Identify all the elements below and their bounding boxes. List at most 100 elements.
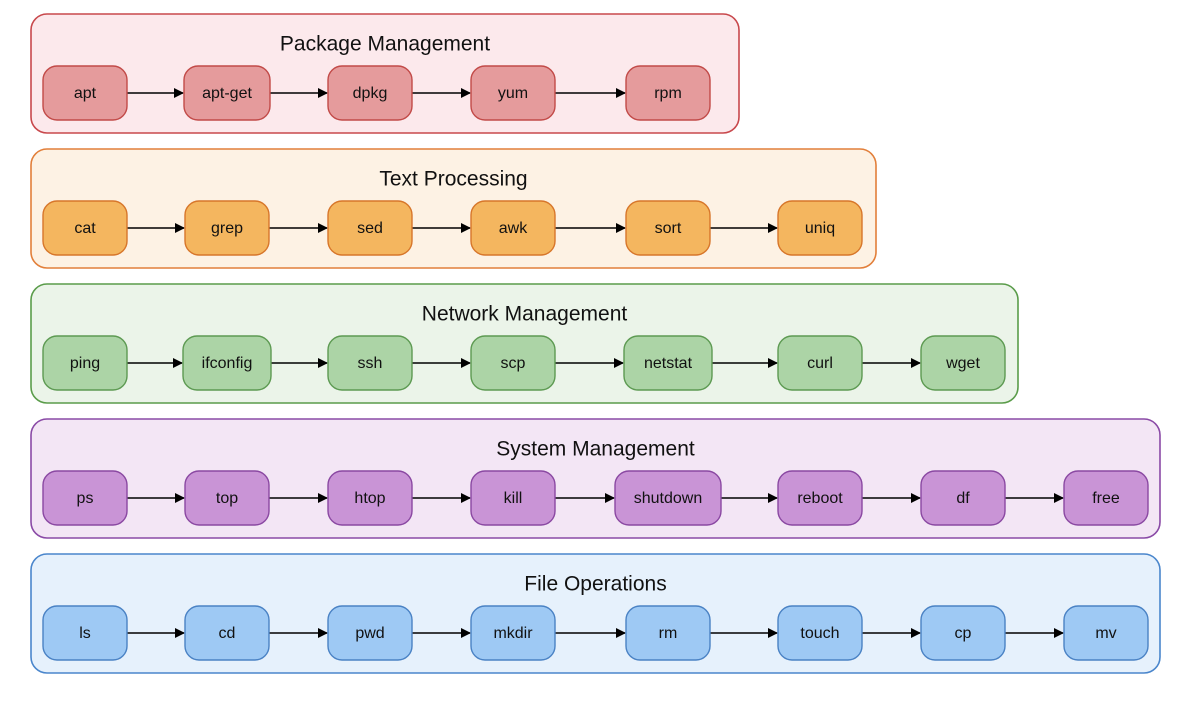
node-label: yum — [498, 85, 528, 102]
node-box — [42, 470, 128, 526]
node-box — [470, 335, 556, 391]
node-box — [327, 335, 413, 391]
node-label: uniq — [805, 220, 835, 237]
node-box — [920, 335, 1006, 391]
node-label: apt-get — [202, 85, 252, 102]
node-label: htop — [354, 490, 385, 507]
node-label: grep — [211, 220, 243, 237]
node-box — [1063, 470, 1149, 526]
node-htop: htop — [327, 470, 413, 526]
node-rm: rm — [625, 605, 711, 661]
node-box — [625, 65, 711, 121]
node-label: cd — [219, 625, 236, 642]
node-df: df — [920, 470, 1006, 526]
node-box — [625, 605, 711, 661]
node-box — [327, 605, 413, 661]
node-box — [920, 470, 1006, 526]
group-title: Text Processing — [379, 168, 527, 191]
node-label: awk — [499, 220, 528, 237]
node-label: ps — [77, 490, 94, 507]
node-label: ifconfig — [202, 355, 253, 372]
node-apt: apt — [42, 65, 128, 121]
node-cd: cd — [184, 605, 270, 661]
node-apt-get: apt-get — [183, 65, 271, 121]
node-box — [777, 200, 863, 256]
node-box — [920, 605, 1006, 661]
node-cat: cat — [42, 200, 128, 256]
node-reboot: reboot — [777, 470, 863, 526]
node-shutdown: shutdown — [614, 470, 722, 526]
node-label: kill — [504, 490, 523, 507]
node-ssh: ssh — [327, 335, 413, 391]
node-box — [777, 335, 863, 391]
node-sort: sort — [625, 200, 711, 256]
node-box — [623, 335, 713, 391]
node-ifconfig: ifconfig — [182, 335, 272, 391]
node-box — [42, 200, 128, 256]
node-mv: mv — [1063, 605, 1149, 661]
node-label: ls — [79, 625, 91, 642]
group-text-processing: Text Processing cat grep sed awk sort uniq — [30, 148, 877, 269]
node-top: top — [184, 470, 270, 526]
node-box — [777, 605, 863, 661]
node-box — [625, 200, 711, 256]
node-label: rm — [659, 625, 678, 642]
node-box — [470, 200, 556, 256]
node-label: mv — [1095, 625, 1116, 642]
node-label: mkdir — [493, 625, 533, 642]
node-label: df — [956, 490, 970, 507]
node-label: scp — [501, 355, 526, 372]
node-box — [42, 65, 128, 121]
node-touch: touch — [777, 605, 863, 661]
node-label: cat — [74, 220, 96, 237]
node-box — [777, 470, 863, 526]
node-pwd: pwd — [327, 605, 413, 661]
node-label: sort — [655, 220, 682, 237]
node-label: netstat — [644, 355, 693, 372]
node-wget: wget — [920, 335, 1006, 391]
node-curl: curl — [777, 335, 863, 391]
node-uniq: uniq — [777, 200, 863, 256]
node-grep: grep — [184, 200, 270, 256]
node-label: sed — [357, 220, 383, 237]
node-box — [614, 470, 722, 526]
node-box — [182, 335, 272, 391]
node-netstat: netstat — [623, 335, 713, 391]
node-box — [327, 200, 413, 256]
node-box — [327, 470, 413, 526]
group-title: File Operations — [524, 573, 666, 596]
node-label: curl — [807, 355, 833, 372]
group-title: Package Management — [280, 33, 490, 56]
node-label: ssh — [358, 355, 383, 372]
group-package-management: Package Management apt apt-get dpkg yum rpm — [30, 13, 740, 134]
node-box — [470, 65, 556, 121]
node-box — [184, 470, 270, 526]
node-label: wget — [945, 355, 980, 372]
node-label: touch — [800, 625, 839, 642]
node-label: shutdown — [634, 490, 703, 507]
node-label: pwd — [355, 625, 384, 642]
group-file-operations: File Operations ls cd pwd mkdir rm touch cp mv — [30, 553, 1161, 674]
node-label: apt — [74, 85, 97, 102]
node-box — [327, 65, 413, 121]
node-label: free — [1092, 490, 1120, 507]
node-label: reboot — [797, 490, 843, 507]
node-cp: cp — [920, 605, 1006, 661]
node-box — [42, 605, 128, 661]
node-kill: kill — [470, 470, 556, 526]
node-box — [470, 605, 556, 661]
group-container — [30, 418, 1161, 539]
node-awk: awk — [470, 200, 556, 256]
node-box — [184, 200, 270, 256]
node-dpkg: dpkg — [327, 65, 413, 121]
node-ls: ls — [42, 605, 128, 661]
node-ps: ps — [42, 470, 128, 526]
node-label: rpm — [654, 85, 682, 102]
node-label: dpkg — [353, 85, 388, 102]
node-free: free — [1063, 470, 1149, 526]
node-label: ping — [70, 355, 100, 372]
node-mkdir: mkdir — [470, 605, 556, 661]
